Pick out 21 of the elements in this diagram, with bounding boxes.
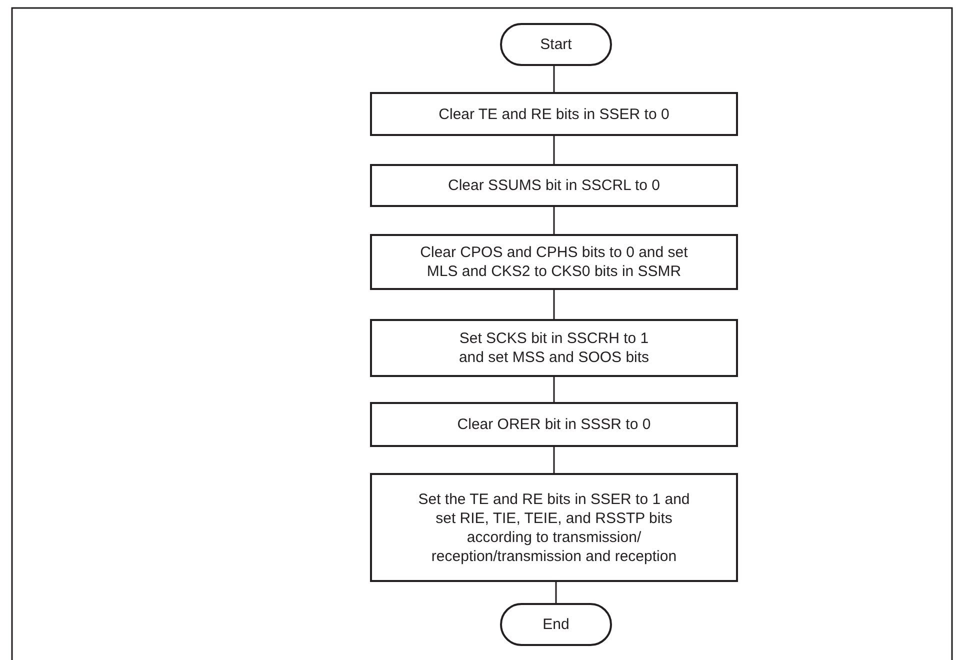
step-text: Start <box>540 35 572 54</box>
step-text: Clear CPOS and CPHS bits to 0 and set MLS and CKS2 to CKS0 bits in SSMR <box>419 243 689 281</box>
step-text: Set SCKS bit in SSCRH to 1 and set MSS and SOOS bits <box>458 329 650 367</box>
connector-line <box>553 136 555 164</box>
step-text: Set the TE and RE bits in SSER to 1 and set RIE, TIE, TEIE, and RSSTP bits according to transmission/ reception/transmission and reception <box>417 490 691 566</box>
connector-line <box>553 290 555 319</box>
connector-line <box>555 582 557 603</box>
process-box <box>370 473 738 582</box>
step-text: End <box>542 615 570 634</box>
process-box <box>370 164 738 207</box>
connector-line <box>553 447 555 473</box>
process-box <box>370 234 738 290</box>
connector-line <box>553 207 555 234</box>
connector-line <box>553 66 555 92</box>
step-text: Clear ORER bit in SSSR to 0 <box>457 415 651 434</box>
step-text: Clear SSUMS bit in SSCRL to 0 <box>448 176 660 195</box>
step-text: Clear TE and RE bits in SSER to 0 <box>438 104 670 124</box>
connector-line <box>553 377 555 402</box>
process-box <box>370 92 738 136</box>
process-box <box>370 319 738 377</box>
process-box <box>370 402 738 447</box>
